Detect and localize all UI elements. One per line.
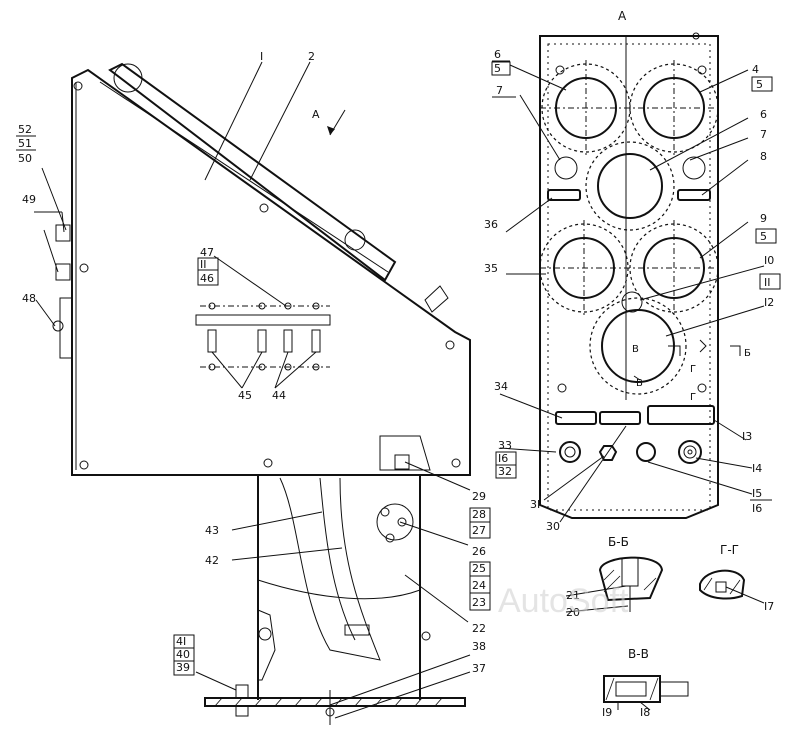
callout-26: 26 (472, 545, 486, 558)
callout-38: 38 (472, 640, 486, 653)
housing-outline (71, 68, 471, 476)
callout-p33: 33 (498, 439, 512, 452)
callout-p7: 7 (496, 84, 503, 97)
callout-2: 2 (308, 50, 315, 63)
watermark: AutoSoft (498, 582, 629, 620)
side-leaders (34, 61, 471, 719)
section-vv: В-В I9 I8 (602, 647, 689, 719)
callout-48: 48 (22, 292, 36, 305)
arrow-a-label: А (312, 108, 320, 121)
callout-45: 45 (238, 389, 252, 402)
callout-23: 23 (472, 596, 486, 609)
callout-p16b: I6 (752, 502, 762, 515)
callout-p6b: 6 (760, 108, 767, 121)
panel-leaders (499, 64, 765, 523)
callout-49: 49 (22, 193, 36, 206)
callout-p5c: 5 (760, 230, 767, 243)
switch-row (195, 302, 331, 371)
callout-p36: 36 (484, 218, 498, 231)
panel-outline (539, 35, 719, 519)
front-panel-view: А (484, 9, 781, 533)
callout-29: 29 (472, 490, 486, 503)
mark-b: Б (744, 348, 751, 359)
callout-p34: 34 (494, 380, 508, 393)
callout-p7b: 7 (760, 128, 767, 141)
section-gg-title: Г-Г (720, 543, 739, 557)
callout-p35: 35 (484, 262, 498, 275)
callout-41: 4I (176, 635, 186, 648)
callout-p5b: 5 (756, 78, 763, 91)
callout-p15: I5 (752, 487, 762, 500)
callout-p30: 30 (546, 520, 560, 533)
mark-v-lower: В (636, 378, 643, 389)
callout-44: 44 (272, 389, 286, 402)
section-gg: Г-Г I7 (699, 543, 774, 613)
callout-p13: I3 (742, 430, 752, 443)
mark-g-upper: Г (690, 364, 696, 375)
callout-s19: I9 (602, 706, 612, 719)
gauge-group (539, 60, 720, 395)
callout-42: 42 (205, 554, 219, 567)
callout-p14: I4 (752, 462, 762, 475)
callout-p9: 9 (760, 212, 767, 225)
mark-g-lower: Г (690, 392, 696, 403)
base-plate (204, 684, 466, 725)
callout-51: 51 (18, 137, 32, 150)
callout-28: 28 (472, 508, 486, 521)
callout-s21: 21 (566, 589, 580, 602)
callout-11: II (200, 258, 207, 271)
callout-p16a: I6 (498, 452, 508, 465)
callout-s20: 20 (566, 606, 580, 619)
callout-s18: I8 (640, 706, 650, 719)
callout-p8: 8 (760, 150, 767, 163)
callout-p10: I0 (764, 254, 774, 267)
callout-p12: I2 (764, 296, 774, 309)
callout-37: 37 (472, 662, 486, 675)
callout-43: 43 (205, 524, 219, 537)
section-bb-title: Б-Б (608, 535, 629, 549)
view-a-title: А (618, 9, 627, 23)
callout-52: 52 (18, 123, 32, 136)
callout-39: 39 (176, 661, 190, 674)
callout-p5: 5 (494, 62, 501, 75)
callout-27: 27 (472, 524, 486, 537)
callout-p32: 32 (498, 465, 512, 478)
callout-24: 24 (472, 579, 486, 592)
callout-50: 50 (18, 152, 32, 165)
callout-p4: 4 (752, 63, 759, 76)
section-bb: Б-Б 21 20 (565, 535, 664, 619)
callout-p11: II (764, 276, 771, 289)
callout-22: 22 (472, 622, 486, 635)
callout-1: I (260, 50, 263, 63)
callout-46: 46 (200, 272, 214, 285)
callout-25: 25 (472, 562, 486, 575)
callout-47: 47 (200, 246, 214, 259)
callout-40: 40 (176, 648, 190, 661)
callout-s17: I7 (764, 600, 774, 613)
side-view: I 2 А 52 51 50 49 48 47 II 46 45 44 43 4… (16, 50, 491, 725)
callout-p6: 6 (494, 48, 501, 61)
section-vv-title: В-В (628, 647, 649, 661)
top-rail (108, 62, 397, 282)
mark-v-upper: В (632, 344, 639, 355)
fastener-group (73, 81, 461, 470)
callout-p31: 3I (530, 498, 540, 511)
lower-column (257, 435, 431, 700)
